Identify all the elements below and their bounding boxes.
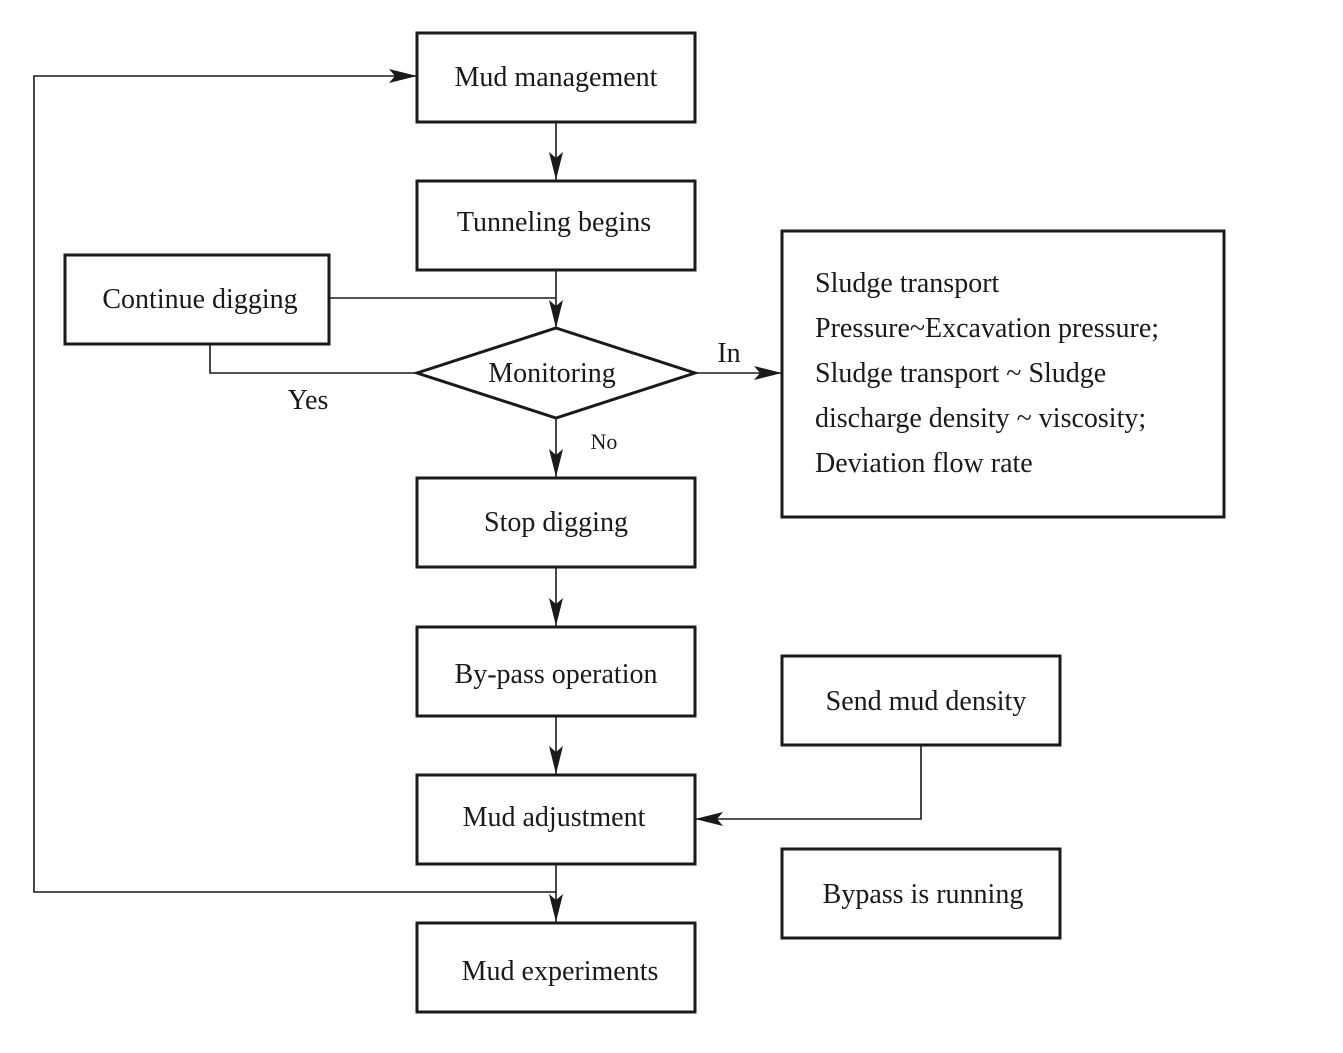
- node-monitoring-label: Monitoring: [488, 358, 616, 389]
- node-mud-experiments-label: Mud experiments: [462, 956, 659, 987]
- edge-label-yes: Yes: [288, 385, 329, 416]
- edge-label-no: No: [591, 429, 618, 454]
- node-bypass-running: Bypass is running: [780, 847, 1062, 940]
- info-line-5: Deviation flow rate: [815, 448, 1033, 479]
- edge-send-density-to-adjustment: [695, 745, 922, 826]
- info-line-3: Sludge transport ~ Sludge: [815, 358, 1106, 389]
- node-mud-adjustment: Mud adjustment: [415, 773, 697, 866]
- info-line-4: discharge density ~ viscosity;: [815, 403, 1146, 434]
- node-stop-digging: Stop digging: [415, 476, 697, 569]
- node-send-mud-density-label: Send mud density: [826, 686, 1027, 717]
- info-line-2: Pressure~Excavation pressure;: [815, 313, 1159, 344]
- edge-label-in: In: [717, 338, 740, 369]
- node-tunneling-begins: Tunneling begins: [415, 179, 697, 272]
- node-bypass-operation-label: By-pass operation: [455, 659, 658, 690]
- node-mud-adjustment-label: Mud adjustment: [463, 802, 646, 833]
- connectors: [33, 69, 922, 922]
- node-mud-management: Mud management: [415, 31, 697, 124]
- edge-monitoring-yes-to-continue-digging: [209, 344, 417, 374]
- node-continue-digging-label: Continue digging: [102, 284, 297, 315]
- node-continue-digging: Continue digging: [63, 253, 331, 346]
- node-bypass-running-label: Bypass is running: [823, 879, 1024, 910]
- info-box: Sludge transport Pressure~Excavation pre…: [780, 229, 1226, 519]
- info-line-1: Sludge transport: [815, 268, 1000, 299]
- edge-loop-back-to-mud-management: [33, 69, 556, 893]
- node-send-mud-density: Send mud density: [780, 654, 1062, 747]
- node-bypass-operation: By-pass operation: [415, 625, 697, 718]
- node-mud-management-label: Mud management: [455, 62, 658, 93]
- node-monitoring: Monitoring: [412, 326, 700, 420]
- node-tunneling-begins-label: Tunneling begins: [457, 207, 651, 238]
- node-mud-experiments: Mud experiments: [415, 921, 697, 1014]
- node-stop-digging-label: Stop digging: [484, 507, 628, 538]
